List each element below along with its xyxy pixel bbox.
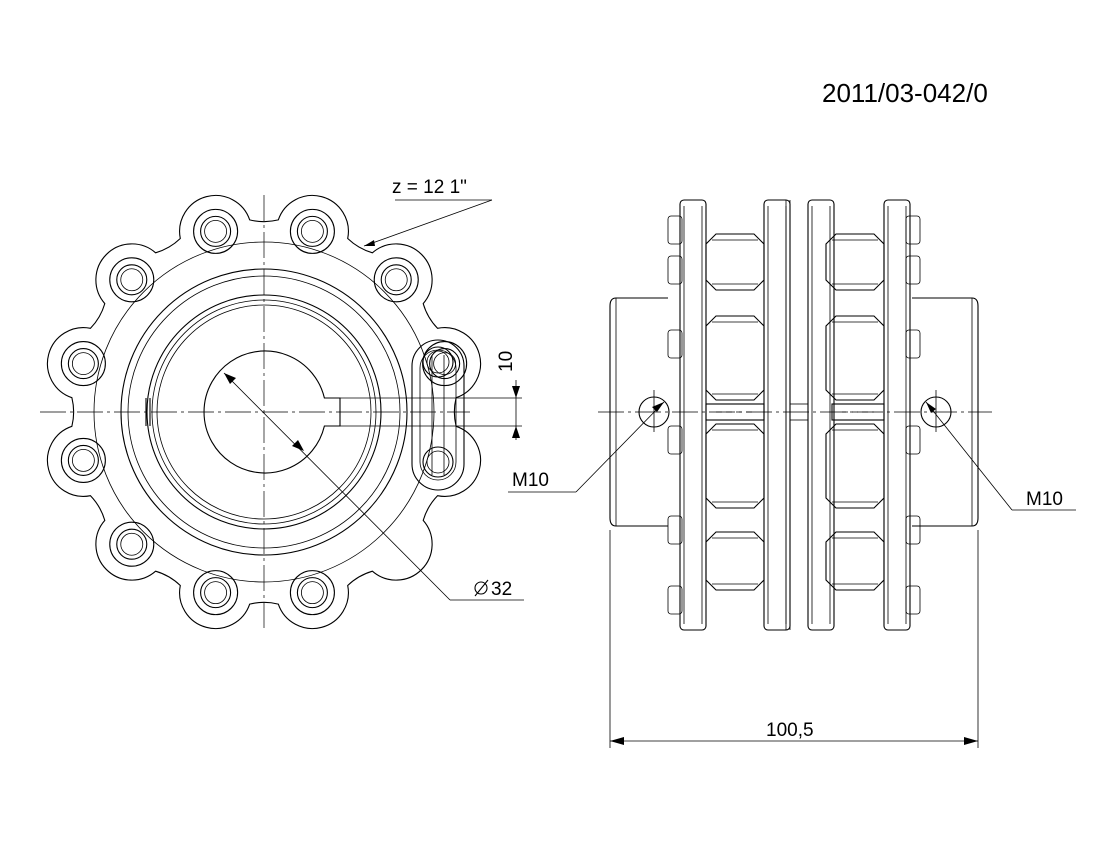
- thread-label-left: M10: [512, 470, 549, 491]
- bore-with-keyway: [203, 350, 341, 474]
- sprocket-tooth: [825, 531, 885, 591]
- pin-end: [667, 515, 683, 545]
- set-screw-right: [920, 390, 952, 432]
- chain-outline-path: [46, 194, 482, 630]
- pin-end: [905, 585, 921, 615]
- pin-end: [905, 425, 921, 455]
- chain-rollers: [60, 208, 468, 616]
- pin-end: [905, 255, 921, 285]
- roller: [289, 570, 335, 616]
- set-screw-left: [638, 390, 670, 432]
- bore-dimension: 32: [491, 579, 512, 600]
- keyway-dimension: 10: [496, 351, 517, 372]
- pin-end: [667, 425, 683, 455]
- drawing-number: 2011/03-042/0: [822, 78, 988, 108]
- side-view: M10 M10 100,5: [508, 199, 1076, 748]
- pin-end: [667, 329, 683, 359]
- pin-end: [667, 585, 683, 615]
- length-dimension: 100,5: [766, 720, 814, 741]
- roller: [60, 437, 106, 483]
- sprocket-tooth: [825, 423, 885, 509]
- sprocket-teeth: [705, 233, 885, 591]
- pin-end: [905, 329, 921, 359]
- pin-end: [667, 215, 683, 245]
- thread-label-right: M10: [1026, 489, 1063, 510]
- roller: [60, 341, 106, 387]
- sprocket-tooth: [705, 315, 765, 401]
- roller: [109, 257, 155, 303]
- roller: [422, 346, 454, 378]
- sprocket-tooth: [825, 233, 885, 291]
- pin-end: [667, 255, 683, 285]
- teeth-count-label: z = 12 1": [392, 177, 467, 198]
- front-view: 10 32 z = 12 1": [40, 177, 524, 630]
- sprocket-tooth: [705, 531, 765, 591]
- roller: [289, 208, 335, 254]
- sprocket-tooth: [705, 233, 765, 291]
- pin-end: [905, 515, 921, 545]
- sprocket-tooth: [705, 423, 765, 509]
- diameter-symbol: [474, 579, 489, 597]
- roller: [373, 257, 419, 303]
- slot-link: [411, 339, 465, 491]
- roller: [193, 570, 239, 616]
- chain-plates: [667, 199, 921, 631]
- sprocket-tooth: [825, 315, 885, 401]
- roller: [422, 446, 454, 478]
- roller: [109, 521, 155, 567]
- roller: [193, 208, 239, 254]
- pin-end: [905, 215, 921, 245]
- chain-outline: [46, 194, 482, 630]
